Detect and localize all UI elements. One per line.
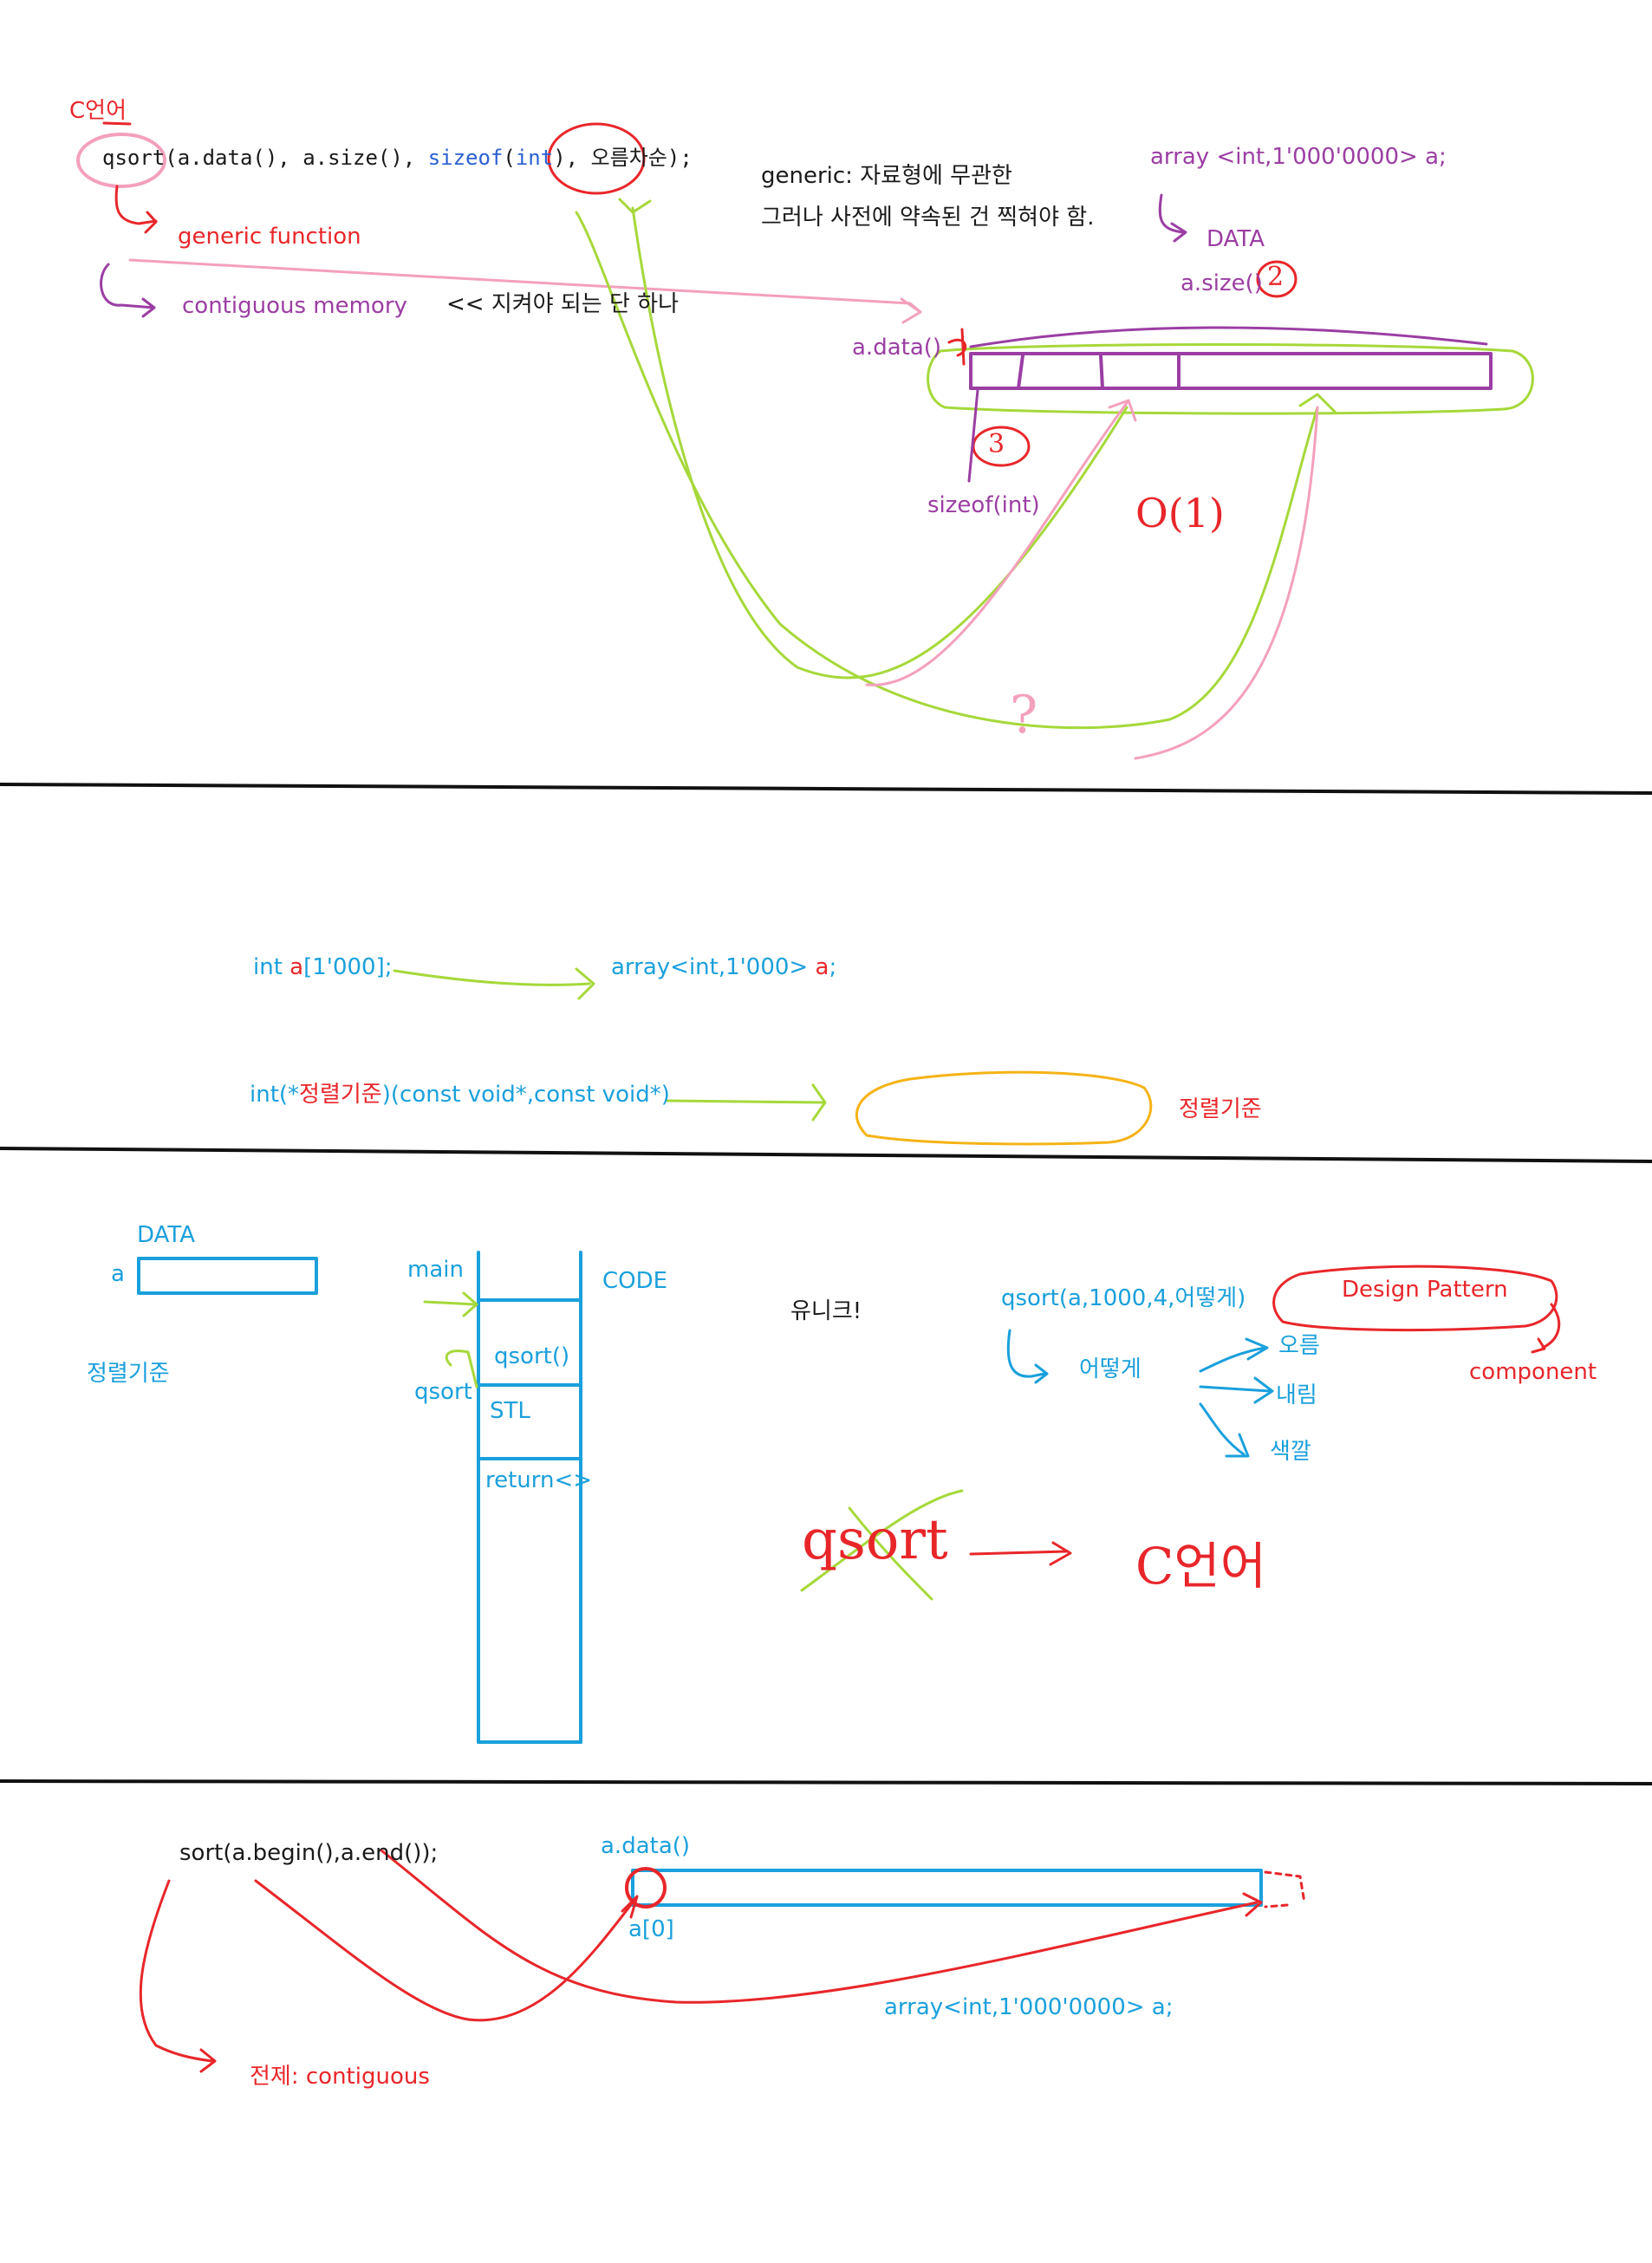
array-green-outline [927,343,1534,415]
sort-call: sort(a.begin(),a.end()); [179,1840,439,1866]
mark-2-circle [1256,260,1298,298]
big-o-note: O(1) [1135,490,1225,536]
a-label: a [111,1261,125,1287]
begin-arrow [254,1879,639,2022]
bottom-array-box [631,1869,1263,1907]
int-array-name: a [289,954,304,980]
code-fn: qsort( [102,146,178,170]
must-keep-note: << 지켜야 되는 단 하나 [446,291,679,317]
section-divider [0,1147,1652,1163]
pink-curve [865,399,1137,686]
premise-label: 전제: contiguous [250,2064,430,2090]
generic-function-label: generic function [178,224,361,250]
qsort-circle [76,133,166,188]
function-pointer-decl: int(*정렬기준)(const void*,const void*) [250,1083,670,1106]
code-order: 오름차순 [590,146,667,170]
code-end: ); [667,146,693,170]
std-array-name: a [815,954,829,980]
pink-link [128,258,922,324]
order-circle [547,122,646,195]
array-decl-bottom: array<int,1'000'0000> a; [884,1994,1174,2020]
data-label-top: DATA [1206,226,1265,252]
a-size-label: a.size() [1180,270,1263,296]
code-sizeof: sizeof [427,146,504,170]
design-pattern-oval [1272,1265,1558,1332]
end-arrow [380,1849,1263,2004]
return-label: return<> [485,1467,593,1493]
array-decl-top: array <int,1'000'0000> a; [1150,144,1447,170]
size-span [969,326,1488,348]
component-label: component [1469,1359,1597,1385]
first-element-circle [625,1867,667,1909]
sort-criterion-left: 정렬기준 [87,1361,170,1387]
design-pattern-label: Design Pattern [1342,1277,1508,1303]
data-array-box [137,1257,318,1295]
section-divider [0,783,1652,795]
qsort-cross [800,1489,964,1592]
stl-label: STL [490,1398,530,1424]
std-array-suffix: ; [829,954,837,980]
code-int: int [515,146,554,170]
question-mark: ? [1010,685,1038,745]
but-note: 그러나 사전에 약속된 건 찍혀야 함. [761,205,1095,231]
a0-label: a[0] [628,1916,674,1942]
a-data-label-bottom: a.data() [601,1833,691,1859]
a-data-label-top: a.data() [852,335,942,361]
qsort-call-label: qsort() [494,1343,570,1369]
sizeof-int-label: sizeof(int) [927,492,1040,518]
std-array-decl: array<int,1'000> a; [611,956,836,979]
unique-note: 유니크! [790,1298,862,1324]
code-close: ), [553,146,591,170]
fnptr-prefix: int(* [250,1082,300,1108]
std-array-prefix: array<int,1'000> [611,954,816,980]
fnptr-suffix: )(const void*,const void*) [381,1082,670,1108]
main-label: main [407,1257,464,1283]
int-array-suffix: [1'000]; [303,954,393,980]
how-label: 어떻게 [1079,1356,1141,1382]
sort-criterion-label: 정렬기준 [1179,1096,1262,1122]
code-label: CODE [602,1268,668,1294]
generic-definition: generic: 자료형에 무관한 [761,163,1012,189]
mark-2: 2 [1267,262,1285,292]
c-language-handwritten: C언어 [1135,1537,1267,1596]
ascending-label: 오름 [1278,1333,1320,1359]
qsort-side-label: qsort [414,1379,472,1405]
section-divider [0,1779,1652,1785]
qsort-code-line: qsort(a.data(), a.size(), sizeof(int), 오… [102,147,693,168]
array-box [969,352,1493,390]
underline-c [102,121,132,126]
orange-oval [855,1070,1153,1146]
arrow-int-to-array [393,967,595,1000]
data-label: DATA [137,1222,195,1248]
contiguous-arrow [100,263,156,318]
green-loop-1 [631,206,1128,680]
qsort-handwritten: qsort [802,1508,948,1572]
color-label: 색깔 [1270,1439,1311,1465]
fnptr-name: 정렬기준 [299,1082,382,1108]
generic-arrow [114,185,158,234]
mark-3: 3 [988,429,1005,459]
int-array-prefix: int [253,954,290,980]
code-args: a.data(), a.size(), [177,146,428,170]
descending-label: 내림 [1276,1382,1317,1408]
qsort-args-label: qsort(a,1000,4,어떻게) [1001,1285,1246,1311]
int-array-decl: int a[1'000]; [253,956,392,979]
arrow-fnptr [666,1083,827,1122]
c-language-label: C언어 [69,98,127,124]
code-open: ( [503,146,516,170]
contiguous-memory-label: contiguous memory [182,293,407,319]
main-arrow [423,1291,478,1317]
